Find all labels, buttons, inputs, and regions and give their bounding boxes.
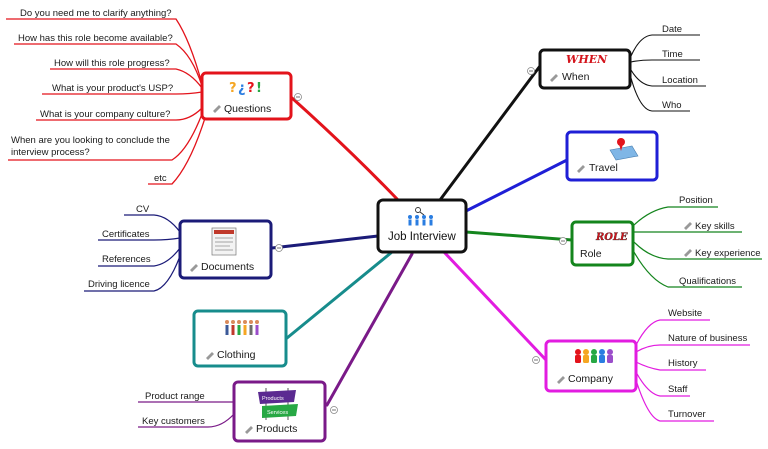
questions-item[interactable]: What is your product's USP? (52, 83, 173, 94)
company-leaf-lines (635, 319, 750, 422)
connector-when (438, 64, 542, 202)
company-item[interactable]: Nature of business (668, 333, 747, 344)
documents-item[interactable]: CV (136, 204, 150, 215)
questions-item[interactable]: etc (154, 173, 167, 184)
central-label: Job Interview (388, 231, 456, 243)
when-node[interactable] (538, 48, 632, 90)
branch-when: Date Time Location Who WHEN When (527, 24, 706, 112)
map-pin-icon (609, 138, 639, 161)
questions-item-line: interview process? (11, 147, 90, 158)
role-item[interactable]: Key skills (695, 221, 735, 232)
travel-node[interactable] (565, 130, 659, 182)
pencil-icon (684, 249, 692, 257)
role-node[interactable] (570, 220, 635, 267)
products-item[interactable]: Product range (145, 391, 205, 402)
questions-leaf-lines (6, 18, 206, 185)
questions-item-line: When are you looking to conclude the (11, 135, 170, 146)
connector-clothing (285, 250, 394, 340)
central-topic: Job Interview (376, 198, 468, 254)
when-label: When (562, 71, 590, 83)
people-with-magnifier-icon (408, 207, 433, 226)
svg-text:¿: ¿ (238, 81, 246, 96)
pencil-icon (206, 352, 214, 360)
product-signs-icon: Products Services (258, 388, 298, 420)
svg-text:!: ! (256, 81, 262, 96)
company-item[interactable]: History (668, 358, 698, 369)
branch-role: Position Key skills Key experience Quali… (559, 195, 762, 288)
connector-company (442, 250, 548, 362)
company-item[interactable]: Turnover (668, 409, 706, 420)
connector-questions (290, 96, 400, 202)
questions-item[interactable]: When are you looking to conclude the int… (11, 135, 173, 158)
people-row-icon (225, 320, 259, 335)
travel-label: Travel (589, 162, 618, 174)
role-item[interactable]: Key experience (695, 248, 760, 259)
questions-item[interactable]: How will this role progress? (54, 58, 170, 69)
questions-item[interactable]: What is your company culture? (40, 109, 170, 120)
branch-questions: Do you need me to clarify anything? How … (6, 8, 302, 185)
connector-role (464, 230, 574, 242)
branch-products: Product range Key customers Products Ser… (138, 380, 338, 443)
products-label: Products (256, 423, 297, 435)
questions-item[interactable]: How has this role become available? (18, 33, 173, 44)
role-icon: ROLE (595, 232, 628, 243)
company-node[interactable] (544, 339, 638, 393)
svg-text:?: ? (229, 81, 237, 96)
company-item[interactable]: Website (668, 308, 702, 319)
questions-item[interactable]: Do you need me to clarify anything? (20, 8, 172, 19)
branch-company: Website Nature of business History Staff… (532, 308, 750, 422)
branch-documents: CV Certificates References Driving licen… (84, 204, 283, 292)
pencil-icon (245, 426, 253, 434)
role-item[interactable]: Position (679, 195, 713, 206)
branch-clothing: Clothing (192, 309, 288, 368)
connector-travel (462, 158, 569, 214)
document-icon (211, 227, 237, 256)
questions-label: Questions (224, 103, 271, 115)
documents-leaf-lines (84, 214, 181, 292)
when-item[interactable]: Time (662, 49, 683, 60)
pencil-icon (213, 105, 221, 113)
documents-item[interactable]: References (102, 254, 151, 265)
when-icon: WHEN (566, 53, 608, 66)
products-item[interactable]: Key customers (142, 416, 205, 427)
when-leaf-lines (630, 34, 706, 112)
clothing-node[interactable] (192, 309, 288, 368)
documents-item[interactable]: Driving licence (88, 279, 150, 290)
company-label: Company (568, 373, 614, 385)
branch-travel: Travel (565, 130, 659, 182)
central-node[interactable] (376, 198, 468, 254)
role-label: Role (580, 248, 602, 260)
pencil-icon (190, 264, 198, 272)
when-item[interactable]: Date (662, 24, 682, 35)
products-leaf-lines (138, 401, 235, 428)
documents-item[interactable]: Certificates (102, 229, 150, 240)
documents-label: Documents (201, 261, 254, 273)
question-marks-icon: ? ¿ ? ! (229, 81, 262, 96)
role-item[interactable]: Qualifications (679, 276, 736, 287)
pencil-icon (684, 222, 692, 230)
pencil-icon (577, 165, 585, 173)
connector-products (325, 252, 414, 407)
people-group-icon (575, 349, 613, 363)
sign-services-text: Services (267, 410, 288, 416)
role-leaf-lines (633, 206, 762, 288)
connector-documents (270, 234, 380, 250)
svg-text:?: ? (247, 81, 255, 96)
clothing-label: Clothing (217, 349, 256, 361)
sign-products-text: Products (262, 396, 284, 402)
questions-node[interactable] (200, 71, 293, 121)
when-item[interactable]: Who (662, 100, 682, 111)
pencil-icon (557, 376, 565, 384)
central-connectors (270, 64, 574, 407)
pencil-icon (550, 74, 558, 82)
when-item[interactable]: Location (662, 75, 698, 86)
company-item[interactable]: Staff (668, 384, 688, 395)
